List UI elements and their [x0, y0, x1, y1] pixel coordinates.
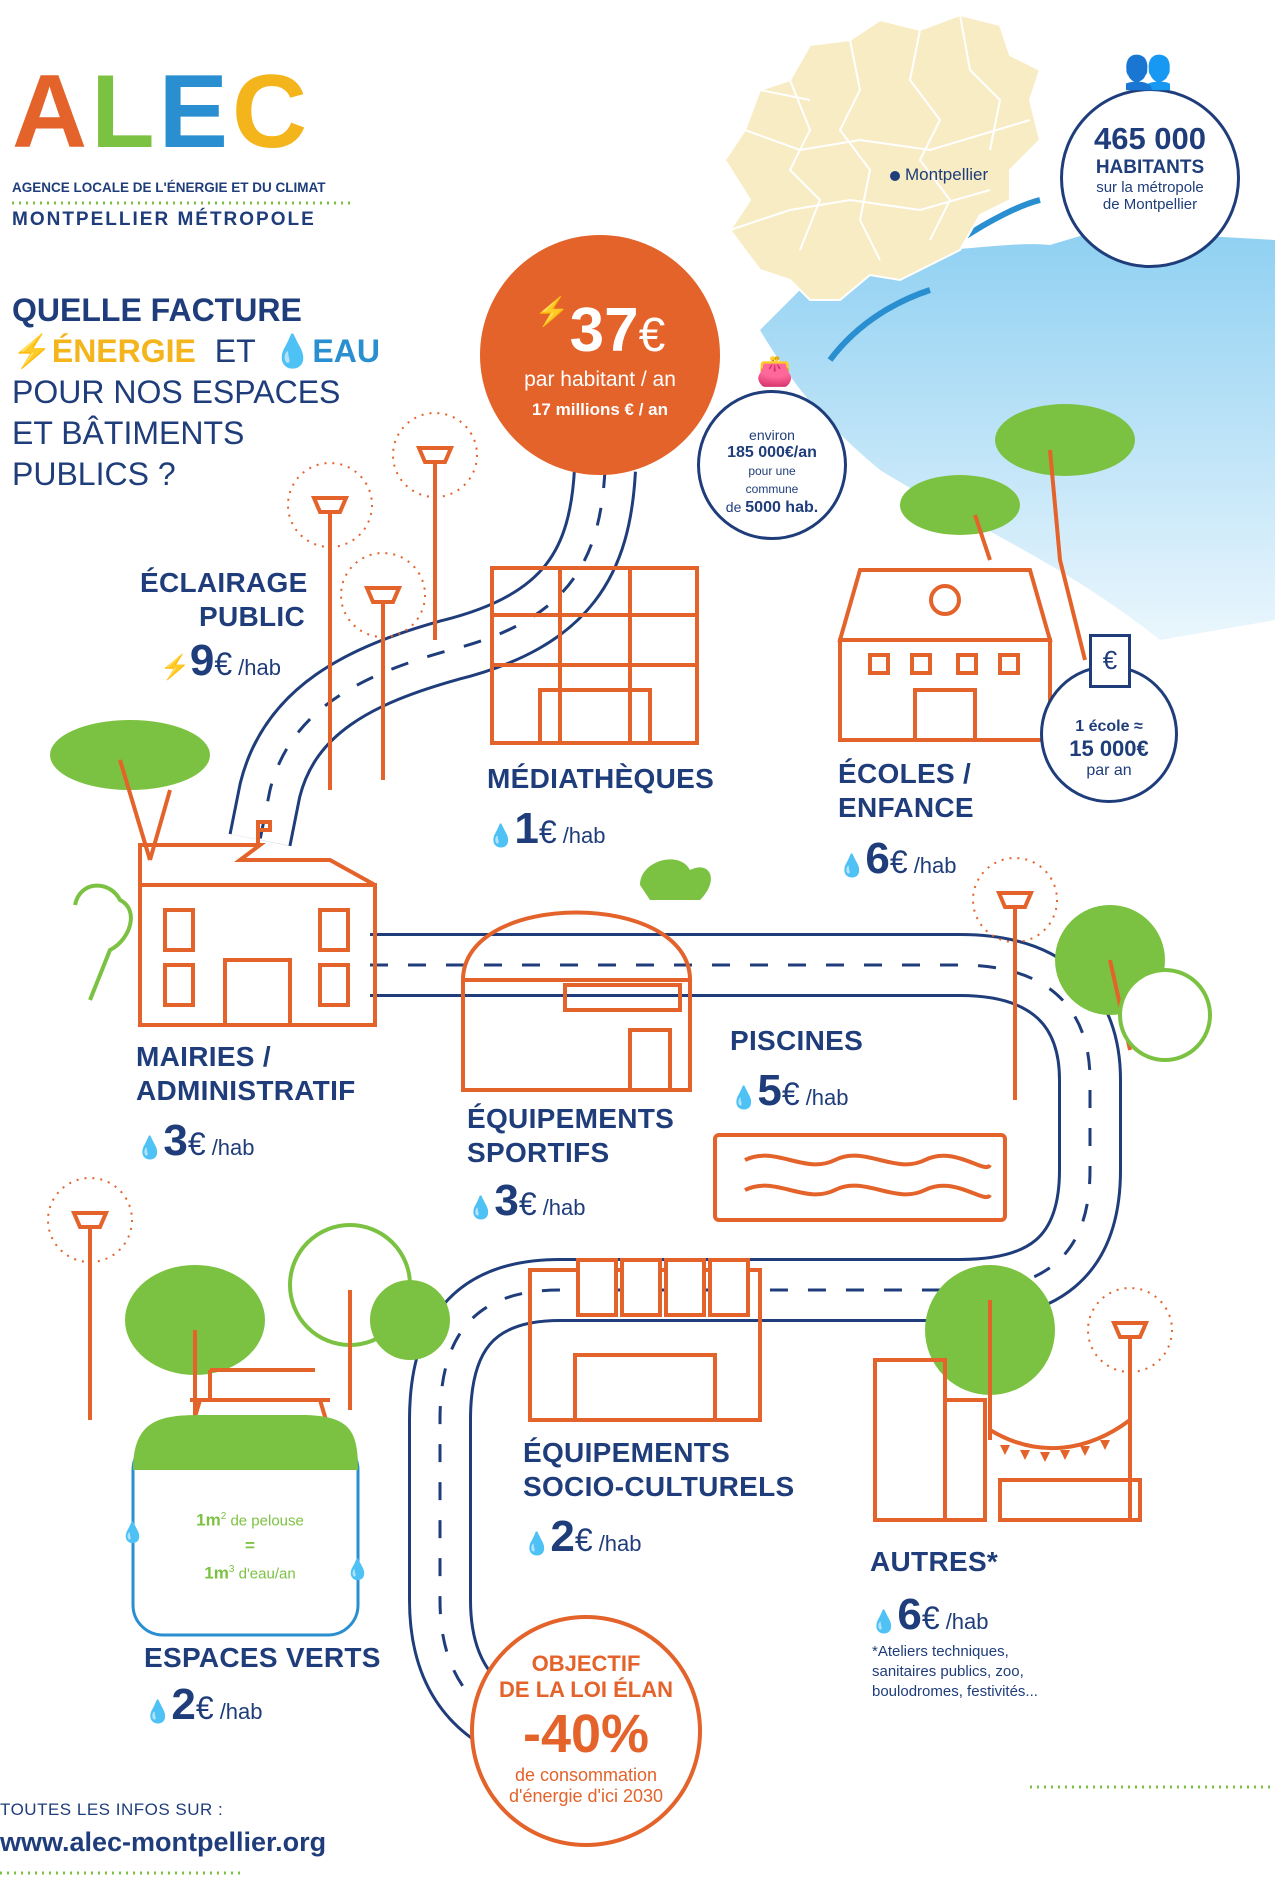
socio-title-1: ÉQUIPEMENTS [523, 1437, 731, 1468]
title-line5: PUBLICS ? [12, 456, 176, 492]
ecole-l2: 15 000€ [1069, 736, 1149, 761]
autres-price: 💧6€/hab [870, 1590, 989, 1639]
energy-water-icon: 💧 [870, 1609, 898, 1634]
commune-l1: environ [749, 427, 795, 443]
commune-l2: 185 000€/an [727, 444, 817, 461]
lawn [133, 1415, 358, 1470]
mediatheques-price: 💧1€/hab [487, 804, 606, 853]
title-line1: QUELLE FACTURE [12, 292, 302, 328]
lamp-halos [47, 412, 1173, 1373]
buildings [138, 566, 1142, 1522]
ecole-l1: 1 école ≈ [1075, 718, 1143, 735]
eclairage-price: ⚡9€/hab [160, 636, 281, 685]
sportifs-title-1: ÉQUIPEMENTS [467, 1103, 675, 1134]
ecoles-price: 💧6€/hab [838, 834, 957, 883]
autres-note: *Ateliers techniques, sanitaires publics… [872, 1643, 1038, 1700]
water-drop-icon: 💧 [345, 1559, 370, 1581]
commune-l4: commune [745, 482, 799, 496]
objectif-l1: OBJECTIF [531, 1651, 641, 1676]
ecoles-title-1: ÉCOLES / [838, 758, 972, 789]
map-city-label: Montpellier [905, 165, 989, 184]
inhabitants-value: 465 000 [1093, 121, 1207, 156]
inhabitants-sub1: sur la métropole [1096, 179, 1204, 196]
invoice-icon: € [1089, 634, 1131, 688]
water-drop-icon: 💧 [120, 1522, 145, 1544]
garland [1000, 1440, 1110, 1462]
objectif-l2: DE LA LOI ÉLAN [499, 1677, 673, 1702]
inhabitants-badge: 👥 465 000 HABITANTS sur la métropole de … [1060, 49, 1240, 268]
lagoon-strip [827, 287, 931, 362]
energy-icon: ⚡ [160, 654, 190, 681]
total-amount: 37 [569, 296, 639, 365]
energy-icon: ⚡ [12, 333, 52, 369]
metropole-map [723, 13, 1042, 301]
espaces-verts-title: ESPACES VERTS [144, 1642, 381, 1673]
category-mairies: MAIRIES / ADMINISTRATIF [136, 1040, 356, 1108]
wallet-icon: 👛 [756, 355, 794, 388]
title-line4: ET BÂTIMENTS [12, 415, 245, 451]
trees [50, 404, 1212, 1440]
footer-url-link[interactable]: www.alec-montpellier.org [0, 1827, 327, 1857]
mairies-title-1: MAIRIES / [136, 1041, 271, 1072]
title-et: ET [214, 333, 256, 369]
energy-water-icon: 💧 [523, 1531, 551, 1556]
mairies-title-2: ADMINISTRATIF [136, 1075, 356, 1106]
category-socio: ÉQUIPEMENTS SOCIO-CULTURELS [523, 1436, 795, 1504]
energy-water-icon: 💧 [467, 1195, 495, 1220]
piscines-title: PISCINES [730, 1025, 864, 1056]
street-lamps [70, 446, 1150, 1520]
category-sportifs: ÉQUIPEMENTS SPORTIFS [467, 1102, 674, 1170]
title-eau: EAU [312, 333, 380, 369]
total-currency: € [638, 309, 666, 362]
footer-label: TOUTES LES INFOS SUR : [0, 1800, 224, 1819]
commune-badge: 👛 environ 185 000€/an pour une commune d… [697, 357, 847, 540]
objectif-l3: de consommation [514, 1765, 658, 1785]
logo-letters: ALEC [12, 54, 312, 170]
logo-line1: AGENCE LOCALE DE L'ÉNERGIE ET DU CLIMAT [12, 180, 326, 195]
eclairage-title-1: ÉCLAIRAGE [140, 567, 308, 598]
autres-title: AUTRES* [870, 1546, 999, 1577]
category-eclairage: ÉCLAIRAGE PUBLIC [140, 566, 308, 634]
energy-water-icon: 💧 [730, 1085, 758, 1110]
objectif-badge: OBJECTIF DE LA LOI ÉLAN -40% de consomma… [470, 1615, 702, 1847]
inhabitants-label: HABITANTS [1095, 157, 1205, 178]
map-communes [729, 14, 1031, 261]
inhabitants-sub2: de Montpellier [1102, 196, 1198, 213]
map-pin-icon [890, 171, 900, 181]
total-per: par habitant / an [524, 368, 676, 391]
sportifs-title-2: SPORTIFS [467, 1137, 610, 1168]
water-drop-icon: 💧 [144, 1699, 172, 1724]
mediatheques-title: MÉDIATHÈQUES [487, 763, 715, 794]
page-title: QUELLE FACTURE ⚡ÉNERGIE ET 💧EAU POUR NOS… [12, 290, 380, 495]
ecole-badge: € 1 école ≈ 15 000€ par an [1040, 634, 1178, 803]
ecoles-title-2: ENFANCE [838, 792, 974, 823]
energy-water-icon: ⚡ [534, 296, 570, 327]
energy-water-icon: 💧 [838, 853, 866, 878]
espaces-verts-price: 💧2€/hab [144, 1680, 263, 1729]
objectif-l4: d'énergie d'ici 2030 [509, 1786, 663, 1806]
energy-water-icon: 💧 [487, 823, 515, 848]
total-badge: ⚡37€ par habitant / an 17 millions € / a… [480, 235, 720, 475]
commune-l3: pour une [748, 464, 796, 478]
objectif-value: -40% [522, 1704, 650, 1764]
ecole-l3: par an [1086, 762, 1132, 779]
mairies-price: 💧3€/hab [136, 1116, 255, 1165]
title-line3: POUR NOS ESPACES [12, 374, 341, 410]
lawn-text: 1m2 de pelouse = 1m3 d'eau/an [196, 1510, 304, 1583]
socio-title-2: SOCIO-CULTURELS [523, 1471, 795, 1502]
piscines-price: 💧5€/hab [730, 1066, 849, 1115]
sportifs-price: 💧3€/hab [467, 1176, 586, 1225]
commune-l5: de 5000 hab. [725, 499, 819, 516]
socio-price: 💧2€/hab [523, 1512, 642, 1561]
logo[interactable]: ALEC AGENCE LOCALE DE L'ÉNERGIE ET DU CL… [12, 60, 362, 231]
water-drop-icon: 💧 [272, 333, 313, 369]
total-total: 17 millions € / an [531, 400, 669, 419]
eclairage-title-2: PUBLIC [198, 601, 305, 632]
logo-line2: MONTPELLIER MÉTROPOLE [12, 209, 316, 230]
people-icon: 👥 [1123, 47, 1173, 91]
title-energy: ÉNERGIE [51, 333, 196, 369]
category-ecoles: ÉCOLES / ENFANCE [838, 757, 974, 825]
energy-water-icon: 💧 [136, 1135, 164, 1160]
